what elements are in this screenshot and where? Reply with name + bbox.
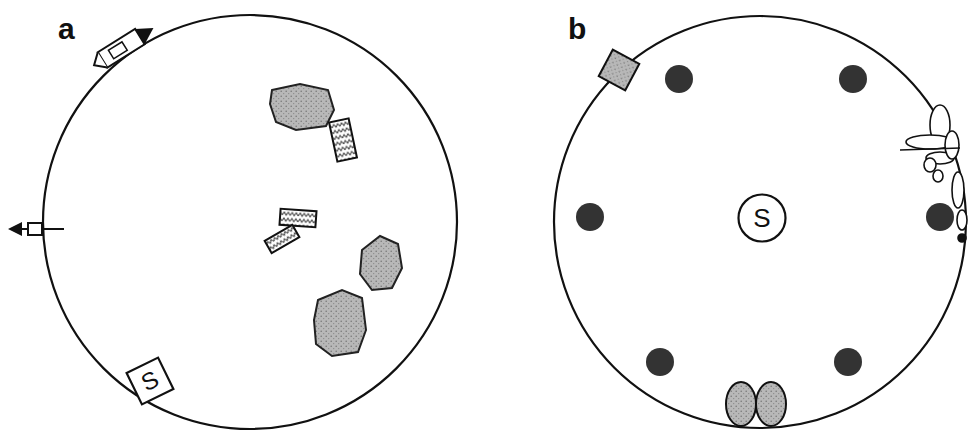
object-oval: [756, 382, 786, 426]
exit-arrow: [8, 222, 64, 236]
object-square: [599, 50, 640, 91]
rock: [314, 290, 366, 356]
arena-outline: [554, 16, 966, 428]
panel-letter: b: [568, 14, 586, 44]
food-patch: [329, 118, 357, 161]
node-label: S: [753, 205, 770, 231]
food-patch: [279, 209, 316, 227]
plant-shape: [900, 105, 967, 242]
food-patch: [265, 225, 300, 253]
rock: [360, 236, 402, 290]
panel-letter: a: [58, 14, 75, 44]
start-circle: S: [737, 193, 787, 243]
rock: [270, 84, 334, 130]
camera-icon: [89, 20, 158, 72]
start-box: S: [125, 356, 176, 407]
arena-outline: [43, 15, 457, 429]
object-oval: [726, 382, 756, 426]
landmark-dots: [576, 65, 954, 376]
